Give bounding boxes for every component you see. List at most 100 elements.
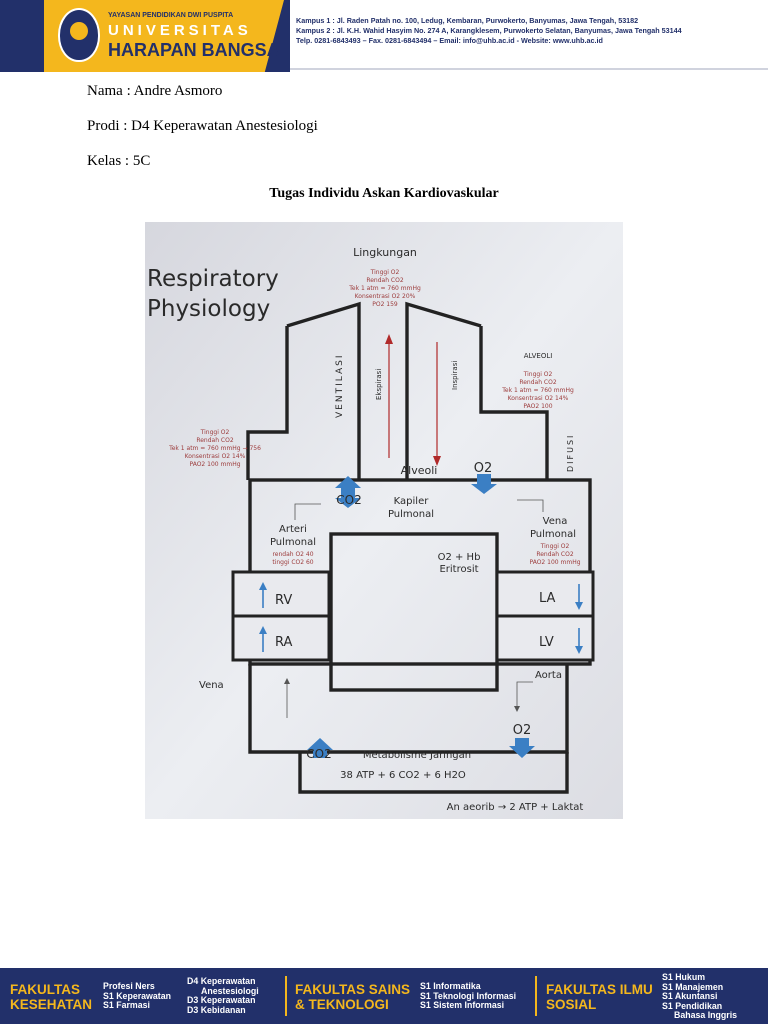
- lingkungan-note-2: Rendah CO2: [366, 277, 404, 284]
- left-note-1: Tinggi O2: [200, 429, 230, 436]
- vena-pulmonal-note-3: PAO2 100 mmHg: [529, 559, 580, 566]
- co2-exhale-arrow: [335, 476, 361, 498]
- left-note-3: Tek 1 atm = 760 mmHg → 756: [168, 445, 261, 452]
- program-item: S1 Akuntansi: [662, 991, 718, 1002]
- aorta-flow-arrowhead: [514, 706, 520, 712]
- faculty-kesehatan-line2: KESEHATAN: [10, 997, 93, 1012]
- student-name: Nama : Andre Asmoro: [87, 83, 223, 99]
- rv-up-arrowhead: [259, 582, 267, 590]
- vena-pulmonal-label-2: Pulmonal: [530, 529, 576, 540]
- diagram-title-line1: Respiratory: [147, 266, 279, 292]
- alveoli-caption: ALVEOLI: [524, 352, 553, 360]
- university-name-line1: UNIVERSITAS: [108, 22, 252, 39]
- program-item: D3 Kebidanan: [187, 1004, 246, 1015]
- faculty-sosial-programs: S1 Hukum S1 Manajemen S1 Akuntansi S1 Pe…: [662, 972, 738, 1021]
- vena-pulmonal-flow-arrow: [517, 499, 544, 512]
- o2hb-label: O2 + Hb: [438, 552, 481, 563]
- la-down-arrowhead: [575, 602, 583, 610]
- faculty-kesehatan-programs-a: Profesi Ners S1 Keperawatan S1 Farmasi: [103, 981, 171, 1011]
- atp-equation: 38 ATP + 6 CO2 + 6 H2O: [340, 770, 466, 781]
- faculty-kesehatan: FAKULTAS KESEHATAN: [10, 982, 92, 1012]
- program-item: S1 Teknologi Informasi: [420, 990, 517, 1001]
- program-item: Bahasa Inggris: [674, 1010, 738, 1021]
- program-item: D3 Keperawatan: [187, 995, 256, 1006]
- vena-pulmonal-note-1: Tinggi O2: [540, 543, 570, 550]
- ra-label: RA: [275, 635, 293, 650]
- faculty-sosial-line2: SOSIAL: [546, 997, 597, 1012]
- program-item: S1 Keperawatan: [103, 990, 171, 1001]
- faculty-sains-programs: S1 Informatika S1 Teknologi Informasi S1…: [420, 981, 517, 1011]
- program-item: S1 Hukum: [662, 972, 706, 982]
- university-name-line2: HARAPAN BANGSA: [108, 40, 280, 60]
- faculty-sains-teknologi: FAKULTAS SAINS & TEKNOLOGI: [295, 982, 410, 1012]
- lv-down-arrowhead: [575, 646, 583, 654]
- faculty-kesehatan-programs-b: D4 Keperawatan Anestesiologi D3 Keperawa…: [187, 976, 259, 1015]
- lingkungan-label: Lingkungan: [353, 246, 417, 259]
- vena-pulmonal-note-2: Rendah CO2: [536, 551, 574, 558]
- left-note-4: Konsentrasi O2 14%: [185, 453, 246, 460]
- program-item: S1 Farmasi: [103, 1000, 150, 1011]
- ekspirasi-label: Ekspirasi: [375, 369, 383, 400]
- faculty-sosial-line1: FAKULTAS ILMU: [546, 982, 653, 997]
- arteri-flow-arrow: [294, 503, 321, 520]
- foundation-name: YAYASAN PENDIDIKAN DWI PUSPITA: [108, 12, 234, 19]
- alveoli-note-5: PAO2 100: [523, 403, 552, 410]
- program-item: S1 Pendidikan: [662, 1000, 723, 1011]
- vena-flow-arrowhead: [284, 678, 290, 684]
- paper-background: [145, 222, 623, 819]
- footer-divider: [285, 976, 287, 1016]
- contact-info: Telp. 0281-6843493 – Fax. 0281-6843494 –…: [296, 36, 603, 45]
- kapiler-label-2: Pulmonal: [388, 509, 434, 520]
- lv-label: LV: [539, 635, 554, 650]
- left-note-2: Rendah CO2: [196, 437, 234, 444]
- alveoli-label: Alveoli: [401, 464, 438, 477]
- rv-label: RV: [275, 593, 292, 608]
- eritrosit-label: Eritrosit: [439, 564, 478, 575]
- difusi-label: DIFUSI: [566, 434, 575, 472]
- lv-chamber: [495, 614, 595, 662]
- o2-down-arrow: [471, 474, 497, 494]
- program-item: S1 Sistem Informasi: [420, 1000, 505, 1011]
- lingkungan-note-1: Tinggi O2: [370, 269, 400, 276]
- footer: FAKULTAS KESEHATAN Profesi Ners S1 Keper…: [0, 968, 768, 1024]
- vena-pulmonal-label-1: Vena: [543, 516, 568, 527]
- document-title: Tugas Individu Askan Kardiovaskular: [269, 186, 499, 201]
- o2-bottom-label: O2: [513, 723, 532, 738]
- la-label: LA: [539, 591, 556, 606]
- respiratory-diagram: Respiratory Physiology Lingkungan Tinggi…: [145, 222, 623, 819]
- o2-top-label: O2: [474, 461, 493, 476]
- aorta-label: Aorta: [535, 670, 562, 681]
- ekspirasi-arrowhead: [385, 334, 393, 344]
- arteri-note-1: rendah O2 40: [272, 551, 313, 558]
- student-class: Kelas : 5C: [87, 153, 151, 169]
- airway-left-wall: [246, 301, 361, 480]
- anaerob-equation: An aeorib → 2 ATP + Laktat: [447, 802, 584, 813]
- systemic-circuit-frame: [248, 664, 569, 754]
- campus-2-address: Kampus 2 : Jl. K.H. Wahid Hasyim No. 274…: [296, 26, 682, 35]
- footer-divider: [535, 976, 537, 1016]
- alveoli-note-1: Tinggi O2: [523, 371, 553, 378]
- left-note-5: PAO2 100 mmHg: [189, 461, 240, 468]
- faculty-sains-line1: FAKULTAS SAINS: [295, 982, 411, 997]
- faculty-sains-line2: & TEKNOLOGI: [295, 997, 389, 1012]
- vena-label: Vena: [199, 680, 224, 691]
- inspirasi-arrowhead: [433, 456, 441, 466]
- airway-right-wall: [405, 301, 549, 480]
- program-item: Profesi Ners: [103, 981, 155, 991]
- ventilasi-label: VENTILASI: [335, 354, 345, 418]
- arteri-note-2: tinggi CO2 60: [272, 559, 313, 566]
- metabolisme-label: Metabolisme Jaringan: [363, 750, 471, 761]
- letterhead: YAYASAN PENDIDIKAN DWI PUSPITA UNIVERSIT…: [0, 0, 768, 72]
- alveoli-note-3: Tek 1 atm = 760 mmHg: [501, 387, 574, 394]
- ra-up-arrowhead: [259, 626, 267, 634]
- kapiler-label-1: Kapiler: [394, 496, 430, 507]
- faculty-kesehatan-line1: FAKULTAS: [10, 982, 80, 997]
- alveoli-note-2: Rendah CO2: [519, 379, 557, 386]
- program-item: Anestesiologi: [201, 985, 259, 996]
- aorta-flow-arrow: [516, 681, 533, 708]
- o2-tissue-arrow: [509, 738, 535, 758]
- arteri-label-1: Arteri: [279, 524, 307, 535]
- tissue-box: [298, 752, 569, 794]
- lingkungan-note-3: Tek 1 atm = 760 mmHg: [348, 285, 421, 292]
- alveoli-note-4: Konsentrasi O2 14%: [508, 395, 569, 402]
